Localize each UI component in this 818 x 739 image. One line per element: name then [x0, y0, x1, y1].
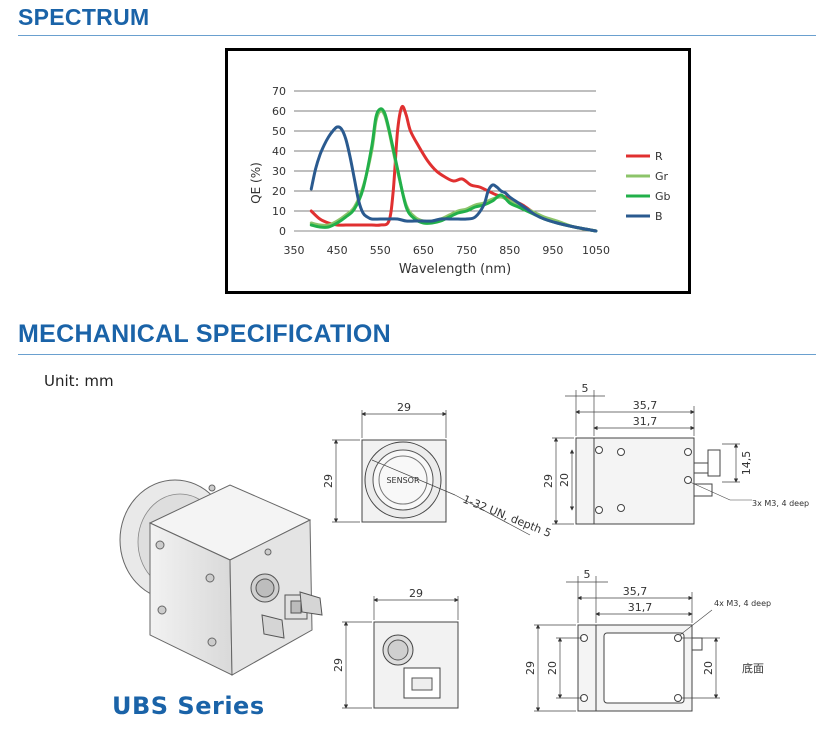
legend-label-r: R [655, 150, 663, 163]
side-view-bottom: 5 35,7 31,7 29 20 20 底面 4x M3, 4 deep [524, 568, 771, 712]
bottom-face-label: 底面 [742, 661, 764, 675]
top-flange-dim: 5 [582, 382, 589, 395]
legend-label-gb: Gb [655, 190, 671, 203]
x-tick-label: 950 [542, 244, 563, 257]
bottom-height-inner-dim: 20 [546, 661, 559, 675]
qe-chart-frame: 0 10 20 30 40 50 60 70 350 450 550 650 750 850 950 1050… [225, 48, 691, 294]
chart-grid [294, 90, 596, 232]
x-tick-label: 850 [499, 244, 520, 257]
top-height-outer-dim: 29 [542, 474, 555, 488]
y-tick-label: 70 [272, 85, 286, 98]
bottom-hole-note: 4x M3, 4 deep [714, 599, 771, 608]
mechanical-divider [18, 354, 816, 355]
top-body-dim: 31,7 [633, 415, 658, 428]
top-height-inner-dim: 20 [558, 473, 571, 487]
chart-series [309, 104, 598, 233]
x-tick-label: 450 [327, 244, 348, 257]
spectrum-title: SPECTRUM [18, 4, 150, 30]
y-tick-label: 30 [272, 165, 286, 178]
x-axis-label: Wavelength (nm) [399, 262, 511, 277]
spectrum-divider [18, 35, 816, 36]
bottom-total-dim: 35,7 [623, 585, 648, 598]
bottom-right-dim: 20 [702, 661, 715, 675]
legend-label-gr: Gr [655, 170, 669, 183]
side-view-top: 5 35,7 31,7 29 20 14,5 3x M3, 4 deep [542, 382, 809, 525]
back-height-dim: 29 [332, 658, 345, 672]
mechanical-drawings: SENSOR 29 29 1-32 UN, depth 5 29 29 [119, 382, 809, 712]
y-tick-label: 10 [272, 205, 286, 218]
y-tick-label: 50 [272, 125, 286, 138]
back-view: 29 29 [332, 587, 459, 709]
x-tick-label: 750 [456, 244, 477, 257]
series-name: UBS Series [112, 692, 265, 720]
front-width-dim: 29 [397, 401, 411, 414]
sensor-label: SENSOR [386, 476, 419, 485]
qe-chart: 0 10 20 30 40 50 60 70 350 450 550 650 750 850 950 1050… [249, 85, 671, 277]
top-total-dim: 35,7 [633, 399, 658, 412]
chart-ticks: 0 10 20 30 40 50 60 70 350 450 550 650 750 850 950 1050 [272, 85, 610, 257]
camera-3d-sketch [119, 479, 323, 676]
series-line-b [309, 125, 598, 233]
y-axis-label: QE (%) [249, 162, 263, 204]
bottom-flange-dim: 5 [584, 568, 591, 581]
top-hole-note: 3x M3, 4 deep [752, 499, 809, 508]
front-height-dim: 29 [322, 474, 335, 488]
bottom-height-outer-dim: 29 [524, 661, 537, 675]
mechanical-title: MECHANICAL SPECIFICATION [18, 320, 391, 348]
top-connector-dim: 14,5 [740, 451, 753, 476]
mount-note: 1-32 UN, depth 5 [461, 493, 553, 540]
x-tick-label: 650 [413, 244, 434, 257]
legend-label-b: B [655, 210, 663, 223]
unit-label: Unit: mm [44, 372, 114, 390]
x-tick-label: 350 [284, 244, 305, 257]
back-width-dim: 29 [409, 587, 423, 600]
front-view: SENSOR 29 29 1-32 UN, depth 5 [322, 401, 553, 540]
y-tick-label: 60 [272, 105, 286, 118]
x-tick-label: 550 [370, 244, 391, 257]
bottom-body-dim: 31,7 [628, 601, 653, 614]
y-tick-label: 40 [272, 145, 286, 158]
y-tick-label: 0 [279, 225, 286, 238]
x-tick-label: 1050 [582, 244, 610, 257]
y-tick-label: 20 [272, 185, 286, 198]
series-line-gb [309, 107, 598, 233]
